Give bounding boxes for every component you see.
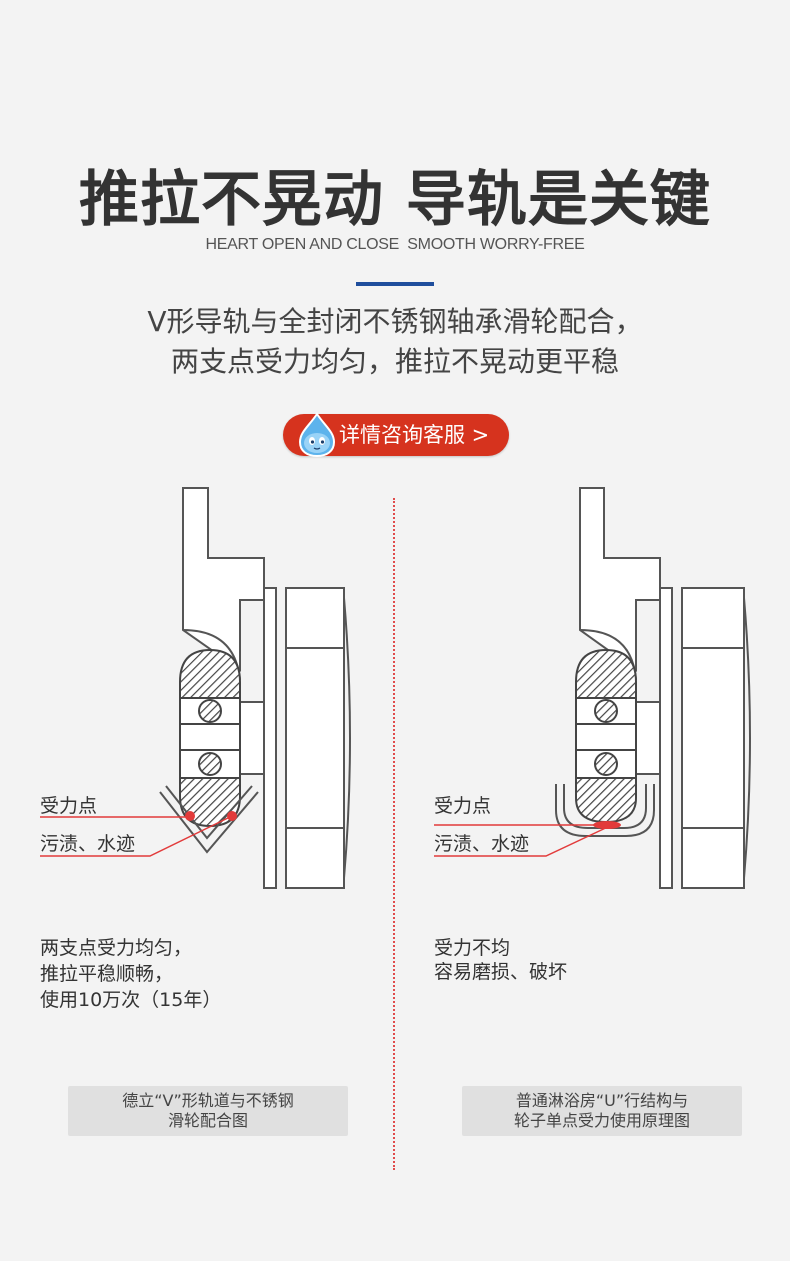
- v-rail-diagram: [40, 487, 351, 889]
- right-note-line-2: 容易磨损、破坏: [434, 961, 568, 983]
- v-rail: [159, 791, 259, 854]
- fixing-block: [285, 587, 345, 889]
- description-line-2: 两支点受力均匀，推拉不晃动更平稳: [170, 345, 619, 378]
- left-callout-force: 受力点: [40, 795, 98, 817]
- right-callout-force: 受力点: [434, 795, 492, 817]
- accent-bar: [356, 282, 434, 286]
- glass-panel: [659, 587, 673, 889]
- left-caption-line-1: 德立“V”形轨道与不锈钢: [122, 1091, 294, 1110]
- left-callout-dirt: 污渍、水迹: [40, 833, 136, 855]
- right-note-line-1: 受力不均: [434, 937, 511, 959]
- left-note-line-3: 使用10万次（15年）: [40, 989, 222, 1011]
- left-caption: 德立“V”形轨道与不锈钢 滑轮配合图: [68, 1086, 348, 1136]
- u-rail-diagram: [434, 487, 751, 889]
- left-note-line-2: 推拉平稳顺畅，: [40, 963, 174, 985]
- contact-service-button[interactable]: 详情咨询客服 >: [283, 412, 509, 458]
- axle-block: [635, 701, 661, 775]
- fixing-block: [681, 587, 745, 889]
- axle-block: [239, 701, 265, 775]
- force-point-single: [593, 821, 621, 829]
- page-title: 推拉不晃动 导轨是关键: [79, 165, 711, 235]
- u-rail: [555, 784, 655, 837]
- left-note-line-1: 两支点受力均匀，: [40, 937, 193, 959]
- right-caption: 普通淋浴房“U”行结构与 轮子单点受力使用原理图: [462, 1086, 742, 1136]
- glass-panel: [263, 587, 277, 889]
- contact-service-label: 详情咨询客服 >: [339, 423, 490, 447]
- right-callout-dirt: 污渍、水迹: [434, 833, 530, 855]
- panel-divider: [393, 498, 395, 1170]
- water-drop-mascot-icon: [298, 412, 336, 458]
- right-caption-line-2: 轮子单点受力使用原理图: [513, 1111, 690, 1130]
- page-subtitle: HEART OPEN AND CLOSE SMOOTH WORRY-FREE: [205, 236, 585, 253]
- left-caption-line-2: 滑轮配合图: [167, 1111, 248, 1130]
- description-line-1: V形导轨与全封闭不锈钢轴承滑轮配合，: [147, 305, 643, 338]
- right-caption-line-1: 普通淋浴房“U”行结构与: [515, 1091, 689, 1110]
- force-point-left: [185, 811, 195, 821]
